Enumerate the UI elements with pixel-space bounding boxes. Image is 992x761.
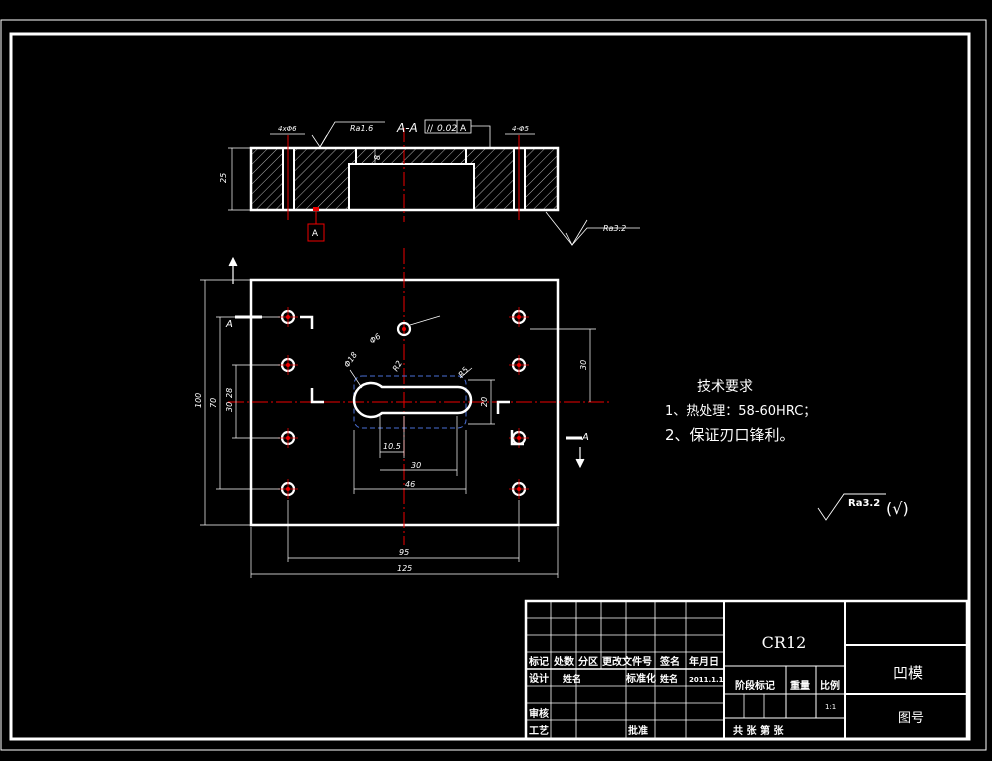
tb-material: CR12	[762, 633, 807, 652]
roughness-side-label: Ra3.2	[603, 224, 626, 233]
dim-30-right: 30	[579, 360, 588, 370]
dim-100: 100	[194, 393, 203, 408]
roughness-general-suffix: (√)	[886, 499, 909, 518]
tb-review: 审核	[529, 707, 549, 720]
dim-30-bottom: 30	[411, 461, 421, 470]
tb-process: 工艺	[529, 724, 549, 737]
tolerance-datum: A	[460, 124, 467, 134]
outer-border	[0, 19, 987, 751]
roughness-general-symbol	[817, 493, 886, 521]
dim-height: 25	[219, 173, 228, 183]
dim-10-5: 10.5	[383, 442, 401, 451]
section-mark-right: A	[581, 432, 589, 443]
tb-h-mark: 标记	[528, 655, 549, 668]
tb-sheets: 共 张 第 张	[733, 724, 784, 737]
dim-r5: R5	[457, 365, 471, 379]
tb-h-zone: 分区	[578, 655, 598, 668]
tb-date: 2011.1.1	[689, 676, 724, 684]
dim-30-left: 30	[225, 402, 234, 412]
tb-design-sign: 姓名	[562, 673, 581, 685]
dim-depth: 8	[373, 155, 382, 160]
tb-standard-sign: 姓名	[659, 673, 678, 685]
dim-70: 70	[209, 398, 218, 408]
tb-part-name: 凹模	[893, 664, 923, 682]
tolerance-symbol: //	[427, 124, 434, 134]
tb-h-sign: 签名	[659, 655, 680, 668]
notes-line-1: 1、热处理：58-60HRC；	[665, 404, 816, 419]
tb-stage: 阶段标记	[735, 679, 775, 692]
inner-frame	[9, 32, 971, 741]
dim-hole-dia: Φ6	[368, 332, 382, 346]
dim-46: 46	[405, 480, 415, 489]
dim-95: 95	[399, 548, 409, 557]
dim-r2: R2	[391, 359, 404, 373]
datum-label: A	[312, 229, 319, 239]
notes-line-2: 2、保证刃口锋利。	[665, 426, 795, 444]
tb-weight: 重量	[790, 679, 810, 692]
tb-drawing-no-label: 图号	[898, 711, 924, 726]
tb-scale-value: 1:1	[825, 703, 836, 711]
tb-h-count: 处数	[553, 655, 575, 668]
tb-design: 设计	[529, 672, 549, 685]
section-mark-left: A	[225, 319, 233, 330]
dim-28: 28	[225, 388, 234, 398]
dim-d18: Φ18	[342, 350, 359, 369]
title-block	[524, 599, 969, 741]
section-label: A-A	[396, 121, 418, 135]
roughness-top-label: Ra1.6	[350, 124, 373, 133]
dim-holes-right: 4-Φ5	[512, 125, 529, 133]
notes-title: 技术要求	[697, 379, 753, 395]
tb-standard: 标准化	[625, 672, 656, 685]
tb-h-date: 年月日	[689, 655, 719, 668]
section-view	[228, 119, 640, 246]
dim-20: 20	[480, 397, 489, 407]
tb-h-doc: 更改文件号	[602, 655, 652, 668]
roughness-general-value: Ra3.2	[848, 498, 880, 509]
plan-view	[200, 248, 612, 578]
tb-approve: 批准	[628, 724, 648, 737]
dim-holes-left: 4xΦ6	[278, 125, 297, 133]
tolerance-value: 0.02	[437, 124, 457, 134]
tb-scale: 比例	[820, 679, 840, 692]
dim-125: 125	[397, 564, 412, 573]
